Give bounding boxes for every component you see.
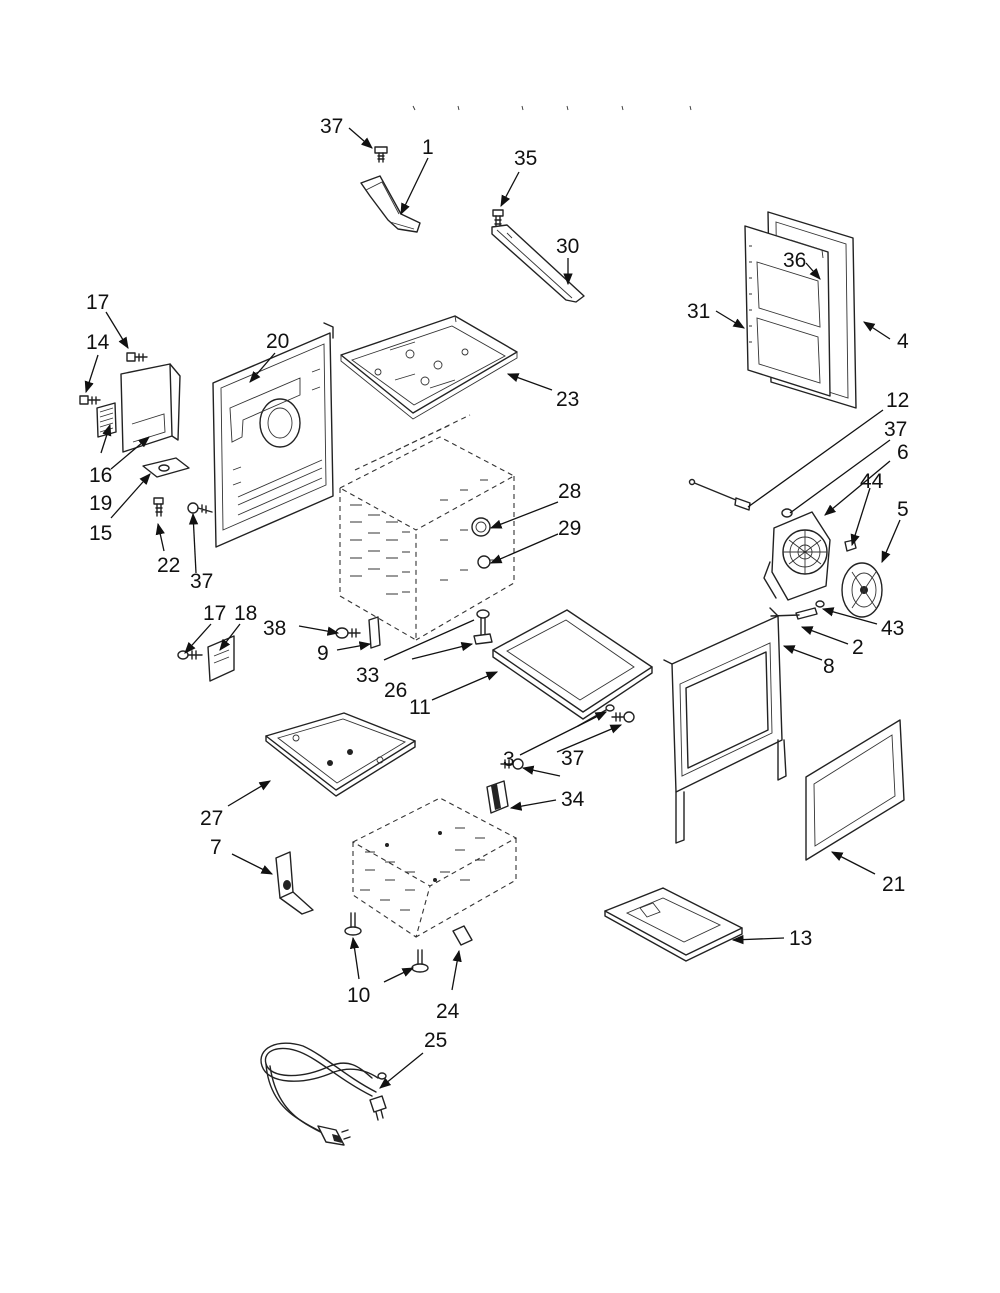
part-20-front-frame (212, 322, 334, 548)
part-27-bottom-panel (265, 712, 416, 797)
callout-18: 18 (234, 602, 257, 625)
callout-21: 21 (882, 873, 905, 896)
callout-33: 33 (356, 664, 379, 687)
part-33-26 (473, 609, 493, 645)
callout-31: 31 (687, 300, 710, 323)
part-43-2 (770, 600, 825, 620)
leader-lines (84, 127, 901, 1089)
callout-14: 14 (86, 331, 110, 354)
callout-15: 15 (89, 522, 112, 545)
callout-10: 10 (347, 984, 370, 1007)
part-8-door-frame (663, 607, 787, 844)
part-7-leveler-bracket (275, 851, 314, 915)
callout-5: 5 (897, 498, 909, 521)
part-23-top-panel (340, 315, 518, 420)
callout-44: 44 (860, 470, 884, 493)
callout-8: 8 (823, 655, 835, 678)
callout-17-bottom: 17 (203, 602, 226, 625)
screw-35 (492, 209, 504, 229)
callout-43: 43 (881, 617, 904, 640)
callout-25: 25 (424, 1029, 447, 1052)
callout-13: 13 (789, 927, 812, 950)
callout-24: 24 (436, 1000, 460, 1023)
callout-37-left: 37 (190, 570, 213, 593)
part-34-block (486, 780, 509, 814)
oven-cavity (338, 414, 516, 641)
part-29-grommet (477, 555, 491, 569)
screw-37-left (187, 502, 213, 514)
callout-17-top: 17 (86, 291, 109, 314)
part-36 (790, 239, 824, 259)
callout-37-bottom: 37 (561, 747, 584, 770)
callout-28: 28 (558, 480, 581, 503)
part-1-bracket (360, 175, 421, 233)
callout-2: 2 (852, 636, 864, 659)
callout-11: 11 (409, 696, 431, 719)
callout-4: 4 (897, 330, 909, 353)
part-13-drawer-tray (604, 887, 743, 962)
part-16-bracket (96, 363, 181, 453)
callout-26: 26 (384, 679, 407, 702)
callout-12: 12 (886, 389, 909, 412)
part-28-knob (471, 517, 491, 537)
part-5-fan-blade (841, 562, 883, 618)
part-10-leveling-legs (344, 912, 429, 973)
screw-37-top (374, 146, 388, 163)
callout-7: 7 (210, 836, 222, 859)
callout-20: 20 (266, 330, 289, 353)
screw-14 (79, 395, 101, 405)
callout-29: 29 (558, 517, 581, 540)
callout-34: 34 (561, 788, 585, 811)
part-9-clip (368, 616, 381, 649)
callout-1: 1 (422, 136, 434, 159)
callout-38: 38 (263, 617, 286, 640)
callout-9: 9 (317, 642, 329, 665)
callout-labels: 37 1 35 30 36 31 4 17 14 20 23 12 37 16 … (86, 115, 909, 1052)
callout-19: 19 (89, 492, 112, 515)
screw-17-left (126, 352, 148, 362)
part-25-power-cord (260, 1042, 387, 1146)
part-44-nut (844, 539, 857, 552)
lower-cabinet (351, 797, 518, 938)
callout-22: 22 (157, 554, 180, 577)
top-tick-marks (412, 105, 692, 111)
callout-35: 35 (514, 147, 537, 170)
callout-23: 23 (556, 388, 579, 411)
callout-6: 6 (897, 441, 909, 464)
callout-36: 36 (783, 249, 806, 272)
part-12-rod (688, 478, 751, 511)
screw-38 (335, 627, 361, 639)
callout-37-top: 37 (320, 115, 343, 138)
part-21-glass (805, 719, 905, 861)
part-6-fan-housing (763, 508, 831, 601)
part-24-clip (452, 925, 473, 946)
screw-37-right (611, 711, 635, 723)
screw-22 (153, 497, 164, 517)
part-30-rail (491, 224, 585, 303)
screw-37-mid (500, 758, 524, 770)
callout-37-right: 37 (884, 418, 907, 441)
part-11-frame (492, 609, 653, 720)
callout-3: 3 (503, 748, 515, 771)
callout-16: 16 (89, 464, 112, 487)
part-15-plate (142, 457, 190, 478)
callout-27: 27 (200, 807, 223, 830)
callout-30: 30 (556, 235, 579, 258)
